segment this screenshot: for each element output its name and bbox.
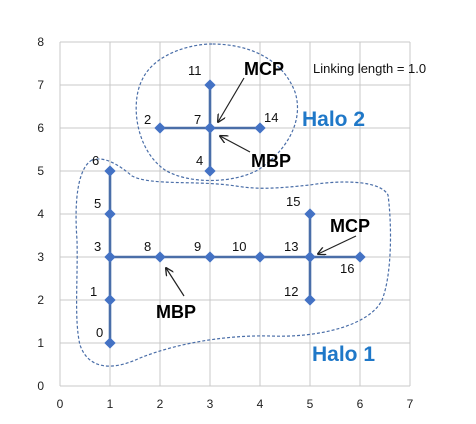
edges — [108, 85, 360, 343]
node-label-15: 15 — [286, 194, 300, 209]
x-tick-label: 2 — [157, 397, 164, 411]
y-tick-label: 8 — [37, 35, 44, 49]
halo-2-outline — [135, 43, 299, 182]
mbp-arrow-halo1 — [166, 268, 185, 297]
node-9 — [204, 251, 216, 263]
node-11 — [204, 79, 216, 91]
y-tick-label: 4 — [37, 207, 44, 221]
node-label-11: 11 — [188, 63, 202, 78]
x-tick-label: 1 — [107, 397, 114, 411]
node-16 — [354, 251, 366, 263]
node-label-9: 9 — [194, 239, 201, 254]
y-tick-label: 2 — [37, 293, 44, 307]
halo-1-label: Halo 1 — [312, 343, 375, 366]
node-0 — [104, 337, 116, 349]
mcp-arrow-halo1 — [318, 235, 357, 254]
node-2 — [154, 122, 166, 134]
node-5 — [104, 208, 116, 220]
node-label-1: 1 — [90, 284, 97, 299]
mbp-label-halo2: MBP — [251, 151, 291, 171]
x-tick-label: 0 — [57, 397, 64, 411]
node-label-2: 2 — [144, 112, 151, 127]
node-13 — [304, 251, 316, 263]
mcp-arrow-halo2 — [218, 77, 245, 122]
x-tick-label: 7 — [407, 397, 414, 411]
y-tick-label: 1 — [37, 336, 44, 350]
node-3 — [104, 251, 116, 263]
node-label-8: 8 — [144, 239, 151, 254]
x-tick-label: 5 — [307, 397, 314, 411]
node-label-4: 4 — [196, 153, 203, 168]
node-10 — [254, 251, 266, 263]
y-tick-label: 7 — [37, 78, 44, 92]
node-label-5: 5 — [94, 196, 101, 211]
node-label-3: 3 — [94, 239, 101, 254]
y-tick-label: 0 — [37, 379, 44, 393]
node-label-7: 7 — [194, 112, 201, 127]
node-7 — [204, 122, 216, 134]
y-tick-label: 5 — [37, 164, 44, 178]
node-1 — [104, 294, 116, 306]
mcp-label-halo2: MCP — [244, 59, 284, 79]
node-4 — [204, 165, 216, 177]
y-tick-label: 6 — [37, 121, 44, 135]
x-tick-label: 4 — [257, 397, 264, 411]
y-tick-label: 3 — [37, 250, 44, 264]
node-label-13: 13 — [284, 239, 298, 254]
node-6 — [104, 165, 116, 177]
node-label-0: 0 — [96, 325, 103, 340]
node-label-14: 14 — [264, 110, 278, 125]
node-label-10: 10 — [232, 239, 246, 254]
mbp-arrow-halo2 — [220, 136, 251, 153]
x-tick-label: 6 — [357, 397, 364, 411]
mbp-label-halo1: MBP — [156, 302, 196, 322]
node-8 — [154, 251, 166, 263]
linking-length-note: Linking length = 1.0 — [313, 61, 426, 76]
node-label-12: 12 — [284, 284, 298, 299]
x-tick-label: 3 — [207, 397, 214, 411]
halo-1-outline — [75, 158, 392, 367]
node-12 — [304, 294, 316, 306]
halo-2-label: Halo 2 — [302, 108, 365, 131]
mcp-label-halo1: MCP — [330, 216, 370, 236]
node-label-6: 6 — [92, 153, 99, 168]
node-label-16: 16 — [340, 261, 354, 276]
node-15 — [304, 208, 316, 220]
